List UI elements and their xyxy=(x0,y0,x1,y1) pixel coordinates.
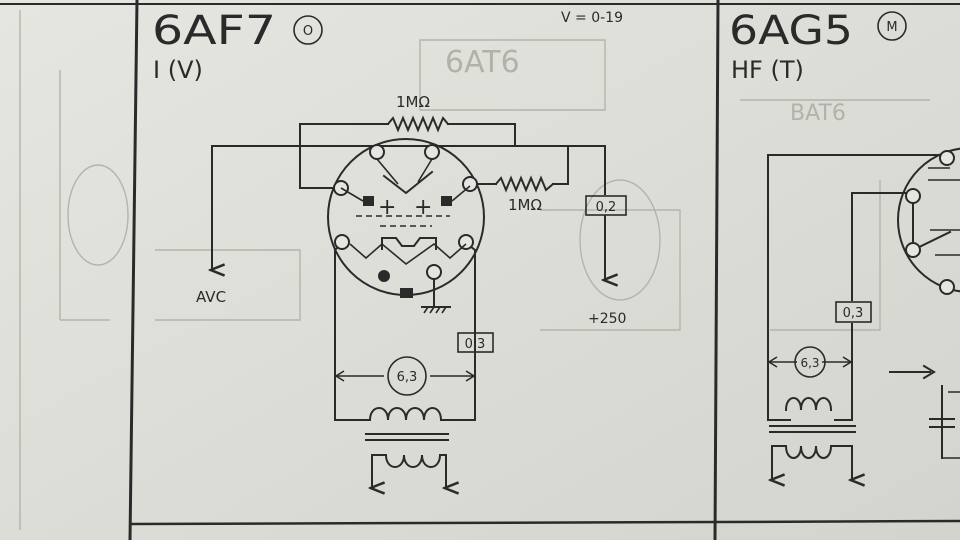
heater-current-value: 0,3 xyxy=(465,337,486,352)
panel-6ag5: 6AG5 M HF (T) xyxy=(729,8,960,480)
heater-transformer xyxy=(365,407,448,488)
tube-function-label: HF (T) xyxy=(731,56,804,84)
base-badge-letter: O xyxy=(303,24,313,39)
heater-voltage-value: 6,3 xyxy=(397,370,418,385)
heater-voltage-circle xyxy=(387,356,427,396)
tube-internals: + + xyxy=(340,158,471,298)
resistor-right xyxy=(494,175,555,193)
base-badge-letter: M xyxy=(886,20,897,35)
plate-current-box xyxy=(585,195,627,216)
base-badge xyxy=(293,15,323,45)
heater-voltage-circle xyxy=(794,346,826,378)
heater-current-value: 0,3 xyxy=(843,306,864,321)
circuit-wires xyxy=(767,154,960,459)
resistor-right-value: 1MΩ xyxy=(508,196,542,214)
heater-transformer xyxy=(770,397,855,480)
svg-text:+: + xyxy=(414,195,432,220)
svg-text:+: + xyxy=(378,195,396,220)
resistor-top xyxy=(386,115,450,133)
resistor-top-value: 1MΩ xyxy=(396,93,430,111)
tube-pins xyxy=(905,150,955,295)
svg-text:6AT6: 6AT6 xyxy=(445,45,520,80)
voltage-range-label: V = 0-19 xyxy=(561,10,623,26)
svg-text:BAT6: BAT6 xyxy=(790,101,846,126)
plate-current-value: 0,2 xyxy=(596,200,617,215)
base-badge xyxy=(877,11,907,41)
heater-current-box xyxy=(457,332,494,353)
supply-voltage-label: +250 xyxy=(588,311,626,327)
tube-type-title: 6AG5 xyxy=(729,8,853,54)
tube-function-label: I (V) xyxy=(153,56,203,84)
tube-pins xyxy=(333,144,478,282)
avc-label: AVC xyxy=(196,288,226,306)
tube-envelope xyxy=(897,147,960,293)
panel-6af7: 6AF7 O I (V) V = 0-19 xyxy=(152,8,627,488)
tube-type-title: 6AF7 xyxy=(152,8,276,54)
heater-voltage-value: 6,3 xyxy=(800,356,819,370)
ground-symbol xyxy=(421,306,451,314)
heater-current-box xyxy=(835,301,872,323)
bleed-through-marks: 6AT6 BAT6 xyxy=(19,10,930,530)
